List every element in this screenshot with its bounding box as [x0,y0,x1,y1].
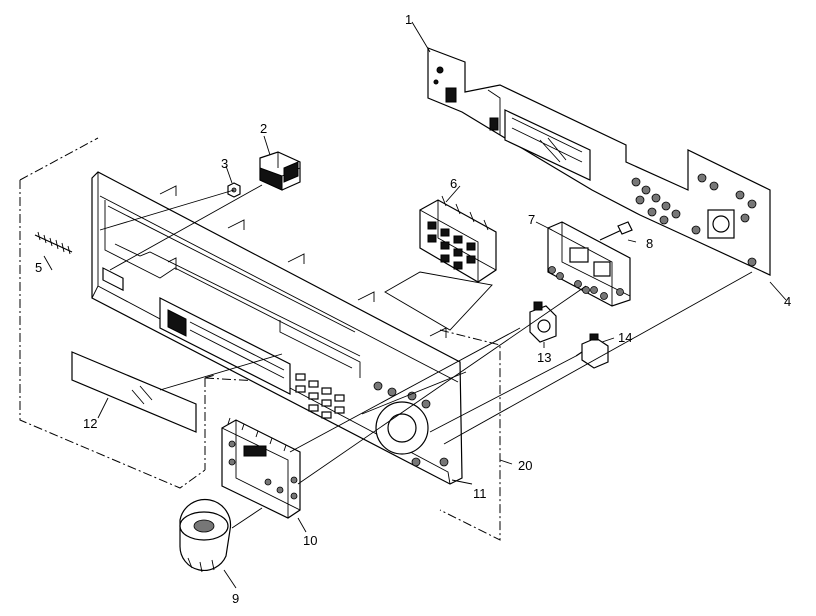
callout-labels: 1 2 3 4 5 6 7 8 9 10 11 12 13 14 20 [35,12,791,606]
callout-2: 2 [260,121,267,136]
callout-6: 6 [450,176,457,191]
part-10-knob-bracket [221,417,301,519]
callout-11: 11 [473,486,487,501]
callout-9: 9 [232,591,239,606]
part-12-display-lens [71,351,197,433]
part-13-jack [529,301,557,343]
callout-1: 1 [405,12,412,27]
panel-display-window [159,297,291,395]
callout-3: 3 [221,156,228,171]
part-11-front-panel [91,171,463,485]
callout-4: 4 [784,294,791,309]
part-9-knob [179,498,232,573]
callout-13: 13 [537,350,551,365]
part-14-switch [575,333,609,369]
callout-7: 7 [528,212,535,227]
part-8-screw [599,221,633,241]
panel-badge [102,267,124,292]
part-5-spring [34,231,73,255]
part-2-connector [259,151,301,191]
callout-12: 12 [83,416,97,431]
leader-lines [43,21,787,589]
panel-keypad [295,373,345,419]
leader-6-panel [384,271,493,331]
callout-10: 10 [303,533,317,548]
part-7-switch-board [547,221,631,307]
part-1-display-circuit-board [427,47,771,276]
callout-5: 5 [35,260,42,275]
callout-14: 14 [618,330,632,345]
board-1-components [433,66,757,267]
assembly-boundary-outer [19,137,501,541]
callout-8: 8 [646,236,653,251]
callout-20: 20 [518,458,532,473]
part-6-button-array [419,195,497,283]
